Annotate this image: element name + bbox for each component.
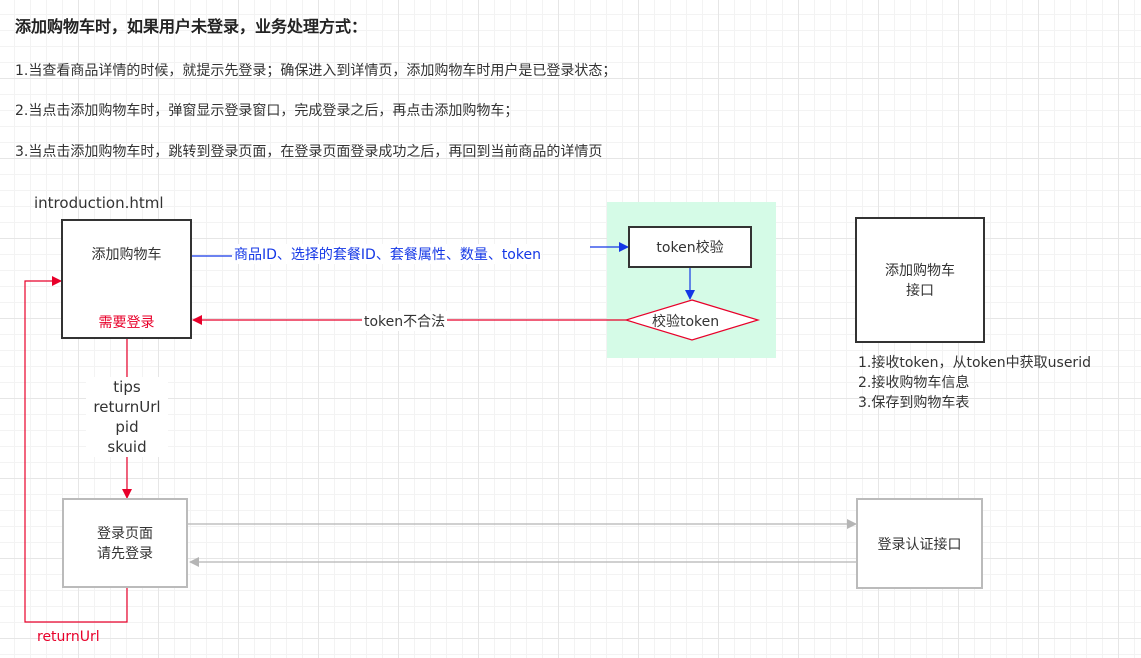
- token-check-box: token校验: [628, 226, 752, 268]
- note-3: 3.当点击添加购物车时，跳转到登录页面，在登录页面登录成功之后，再回到当前商品的…: [15, 144, 603, 160]
- cart-api-line1: 添加购物车: [885, 263, 955, 279]
- param-tips: tips: [113, 378, 141, 396]
- params-down-list: tips returnUrl pid skuid: [86, 377, 168, 457]
- login-page-line1: 登录页面: [97, 526, 153, 542]
- cart-api-note-3: 3.保存到购物车表: [858, 395, 970, 411]
- param-skuid: skuid: [107, 438, 147, 456]
- cart-api-notes: 1.接收token，从token中获取userid 2.接收购物车信息 3.保存…: [858, 353, 1091, 413]
- return-url-label: returnUrl: [37, 629, 100, 645]
- login-api-box: 登录认证接口: [856, 498, 983, 589]
- page-title: 添加购物车时，如果用户未登录，业务处理方式：: [15, 17, 368, 36]
- need-login-label: 需要登录: [98, 315, 155, 331]
- note-1: 1.当查看商品详情的时候，就提示先登录；确保进入到详情页，添加购物车时用户是已登…: [15, 63, 617, 79]
- cart-api-note-2: 2.接收购物车信息: [858, 375, 970, 391]
- token-invalid-label: token不合法: [362, 311, 448, 331]
- param-label: 商品ID、选择的套餐ID、套餐属性、数量、token: [234, 244, 541, 264]
- token-diamond-shape: [623, 299, 761, 341]
- cart-api-box: 添加购物车 接口: [855, 217, 985, 343]
- login-page-box: 登录页面 请先登录: [62, 498, 188, 588]
- add-cart-label: 添加购物车: [91, 247, 162, 263]
- add-cart-box: 添加购物车 需要登录: [61, 219, 192, 339]
- cart-api-line2: 接口: [906, 283, 934, 299]
- param-pid: pid: [115, 418, 139, 436]
- note-2: 2.当点击添加购物车时，弹窗显示登录窗口，完成登录之后，再点击添加购物车；: [15, 103, 519, 119]
- arrow-return-url-loop: [24, 276, 128, 623]
- token-diamond-label: 校验token: [652, 314, 720, 330]
- page-file-label: introduction.html: [34, 194, 164, 212]
- param-return-url: returnUrl: [93, 398, 161, 416]
- cart-api-note-1: 1.接收token，从token中获取userid: [858, 355, 1091, 371]
- login-page-line2: 请先登录: [97, 546, 153, 562]
